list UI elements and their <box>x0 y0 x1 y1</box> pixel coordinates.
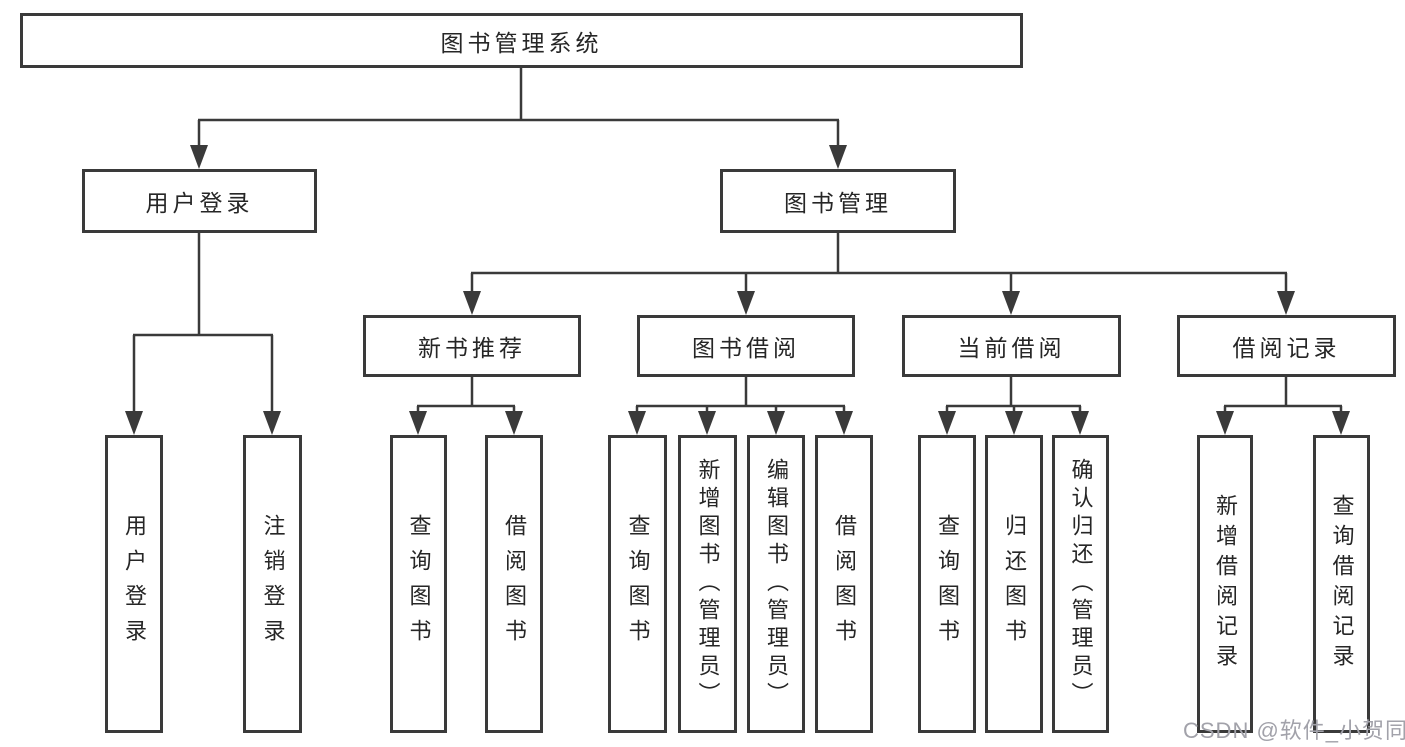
leaf-query-books-current: 查询图书 <box>918 435 976 733</box>
leaf-label: 查询图书 <box>935 514 960 654</box>
node-label: 新书推荐 <box>418 335 526 361</box>
leaf-query-borrow-record: 查询借阅记录 <box>1313 435 1370 733</box>
leaf-label: 查询借阅记录 <box>1329 494 1355 674</box>
node-book-management: 图书管理 <box>720 169 956 233</box>
node-label: 图书管理系统 <box>440 29 603 56</box>
tree-connector-paths <box>132 68 1343 414</box>
leaf-query-books-recommend: 查询图书 <box>390 435 447 733</box>
node-new-book-recommendation: 新书推荐 <box>363 315 581 377</box>
node-label: 当前借阅 <box>957 335 1066 361</box>
leaf-label: 新增借阅记录 <box>1213 494 1238 674</box>
leaf-confirm-return-admin: 确认归还（管理员） <box>1052 435 1109 733</box>
csdn-watermark: CSDN @软件_小贺同学 <box>1183 718 1405 743</box>
leaf-borrow-book: 借阅图书 <box>815 435 873 733</box>
leaf-user-login: 用户登录 <box>105 435 163 733</box>
node-user-login: 用户登录 <box>82 169 317 233</box>
node-label: 借阅记录 <box>1232 335 1341 361</box>
leaf-logout: 注销登录 <box>243 435 302 733</box>
node-current-borrowing: 当前借阅 <box>902 315 1121 377</box>
node-library-management-system: 图书管理系统 <box>20 13 1023 68</box>
leaf-label: 借阅图书 <box>832 514 857 654</box>
leaf-label: 编辑图书（管理员） <box>764 458 789 710</box>
leaf-add-book-admin: 新增图书（管理员） <box>678 435 737 733</box>
leaf-return-book: 归还图书 <box>985 435 1043 733</box>
arrowhead-icons <box>125 145 1350 435</box>
node-label: 用户登录 <box>145 190 254 216</box>
leaf-add-borrow-record: 新增借阅记录 <box>1197 435 1253 733</box>
leaf-label: 归还图书 <box>1002 514 1027 654</box>
leaf-label: 查询图书 <box>406 514 432 654</box>
leaf-label: 确认归还（管理员） <box>1068 458 1094 710</box>
leaf-label: 新增图书（管理员） <box>695 458 721 710</box>
leaf-edit-book-admin: 编辑图书（管理员） <box>747 435 805 733</box>
node-label: 图书借阅 <box>692 335 800 361</box>
leaf-label: 用户登录 <box>122 514 147 654</box>
node-label: 图书管理 <box>784 190 892 216</box>
leaf-label: 注销登录 <box>260 514 286 654</box>
leaf-borrow-books-recommend: 借阅图书 <box>485 435 543 733</box>
node-book-borrowing: 图书借阅 <box>637 315 855 377</box>
leaf-query-books-borrow: 查询图书 <box>608 435 667 733</box>
node-borrowing-records: 借阅记录 <box>1177 315 1396 377</box>
leaf-label: 借阅图书 <box>502 514 527 654</box>
leaf-label: 查询图书 <box>625 514 651 654</box>
